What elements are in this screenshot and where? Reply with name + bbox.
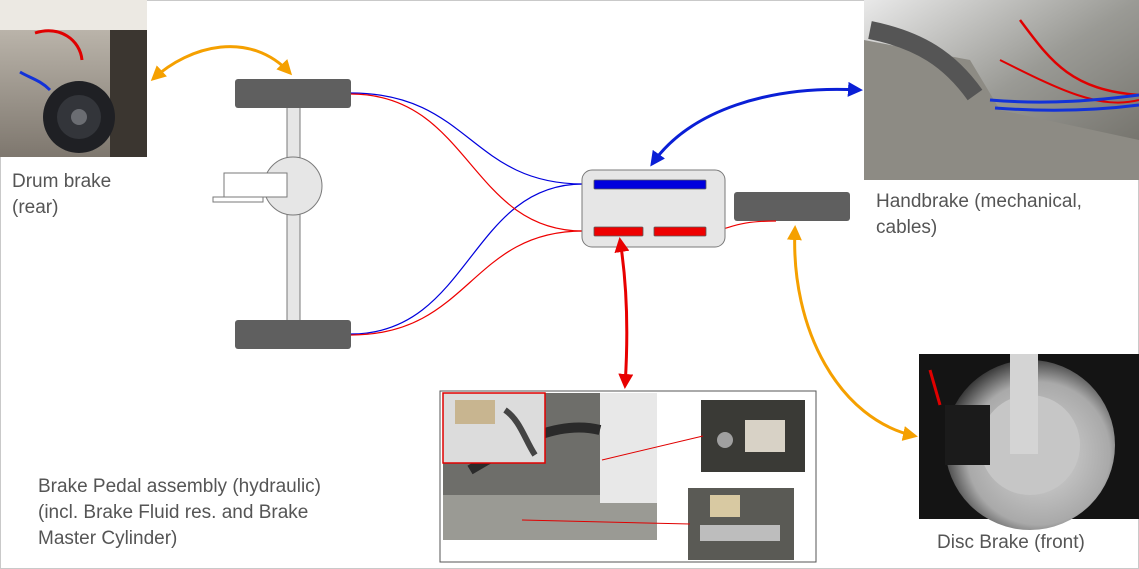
chassis-schematic [212,79,850,349]
handbrake-photo [864,0,1139,180]
arrow-drum-brake [150,45,293,82]
cable-connector [593,179,707,190]
hydraulic-line-top [350,93,584,232]
cable-line-bottom [350,183,584,335]
rear-wheel-top [235,79,351,108]
detail-pointers [521,435,704,525]
drum-brake-photo [0,0,147,157]
handbrake-label: Handbrake (mechanical, cables) [876,191,1082,238]
hydraulic-connector-left [593,226,644,237]
arrow-handbrake [650,81,863,167]
drum-brake-label: Drum brake (rear) [12,171,112,218]
master-cylinder-detail-photo [688,488,794,560]
pedal-assembly-label: Brake Pedal assembly (hydraulic) (incl. … [38,476,322,549]
brake-lines [350,92,777,336]
brake-control-unit [581,169,726,248]
gearbox [223,172,288,198]
gearbox-base [212,196,264,203]
front-wheel [734,192,850,221]
rear-wheel-bottom [235,320,351,349]
arrow-disc-brake [786,225,918,441]
disc-brake-label: Disc Brake (front) [937,532,1085,553]
disc-brake-photo [919,354,1139,530]
hydraulic-connector-right [653,226,707,237]
hydraulic-line-bottom [350,230,584,336]
cable-line-top [350,92,584,185]
pedal-assembly-photo [439,390,817,563]
reservoir-detail-photo [701,400,805,472]
arrow-pedal-assembly [614,237,634,389]
